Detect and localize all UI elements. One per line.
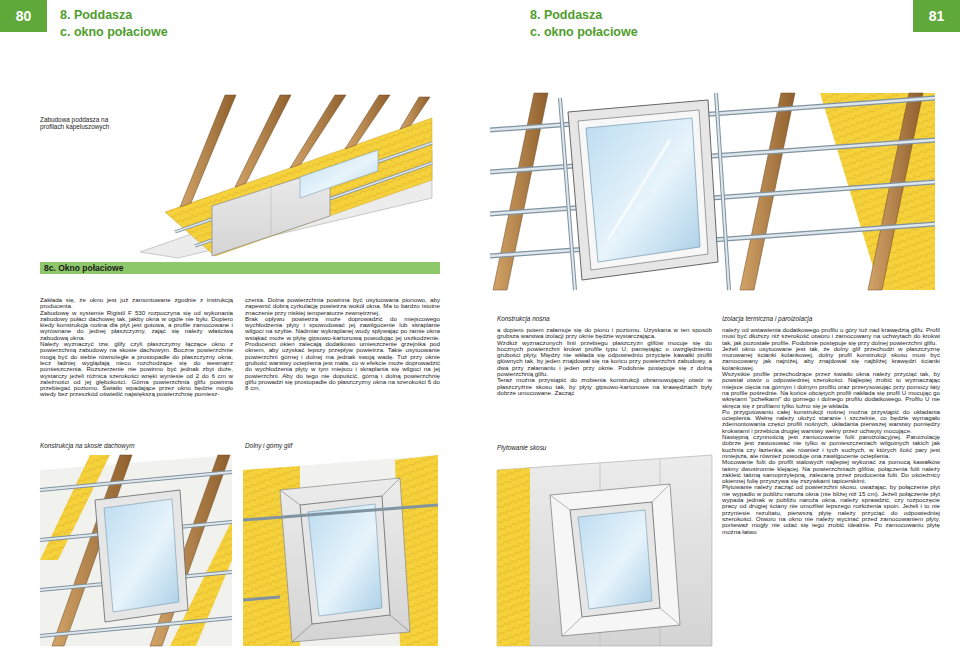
slope-construction-illustration-part	[40, 455, 232, 646]
label-holder: 8. Poddasza	[530, 8, 602, 22]
window-construction-illustration-part	[568, 100, 718, 280]
reveal-illustration-part	[390, 615, 410, 632]
text-column: należy od wstawienia dodatkowego profilu…	[722, 327, 940, 535]
attic-illustration	[140, 95, 432, 258]
body-paragraph: a dopiero potem załamuje się do pionu i …	[497, 327, 712, 340]
boarding-illustration-part	[550, 484, 680, 636]
section-title: 8c. Okno połaciowe	[44, 263, 123, 273]
label-holder: Dolny i górny glif	[245, 442, 292, 449]
figure-caption: Zabudowa poddasza na profilach kapeluszo…	[40, 116, 132, 130]
attic-illustration-part	[345, 95, 390, 149]
boarding-illustration-part	[578, 510, 652, 609]
boarding-illustration-part	[562, 617, 582, 636]
attic-illustration-part	[300, 150, 378, 198]
page-number-box: 80	[0, 0, 47, 32]
reveal-illustration-part	[280, 490, 300, 505]
text-column: czenia. Dolna powierzchnia powinna być u…	[245, 297, 440, 391]
running-header: c. okno połaciowe	[530, 25, 638, 39]
attic-illustration-part	[271, 187, 272, 236]
body-paragraph: należy od wstawienia dodatkowego profilu…	[722, 327, 940, 346]
label-holder: c. okno połaciowe	[60, 25, 168, 39]
slope-construction-illustration-part	[95, 490, 188, 622]
label-holder: c. okno połaciowe	[530, 25, 638, 39]
boarding-illustration-part	[497, 468, 530, 646]
window-construction-illustration-part	[493, 93, 548, 290]
window-construction-illustration-part	[490, 98, 935, 130]
body-paragraph: Teraz można przystąpić do zrobienia kons…	[497, 377, 712, 396]
slope-construction-illustration	[40, 455, 232, 646]
reveal-illustration-part	[243, 597, 280, 600]
reveal-illustration-part	[308, 504, 382, 616]
label-holder: Płytowanie skosu	[497, 444, 546, 451]
text-column: Zakłada się, że okno jest już zamontowan…	[40, 297, 233, 398]
boarding-illustration	[497, 455, 712, 646]
body-paragraph: Następną czynnością jest zamocowanie fol…	[722, 434, 940, 459]
slope-construction-illustration-part	[40, 618, 232, 636]
label-holder: Konstrukcja na skosie dachowym	[40, 442, 134, 449]
boarding-illustration-part	[550, 495, 570, 510]
window-construction-illustration-part	[578, 110, 708, 270]
attic-illustration-part	[180, 95, 236, 207]
text-column: a dopiero potem załamuje się do pionu i …	[497, 327, 712, 396]
window-construction-illustration	[490, 93, 935, 290]
body-paragraph: Brak opływu powietrza może doprowadzić d…	[245, 316, 440, 392]
label-holder: Zabudowa poddasza na profilach kapeluszo…	[40, 116, 132, 130]
window-construction-illustration-part	[868, 93, 923, 290]
reveal-illustration	[243, 455, 438, 646]
body-paragraph: Mocowanie folii do profili stalowych naj…	[722, 459, 940, 484]
figure-caption: Płytowanie skosu	[497, 444, 546, 451]
window-construction-illustration-part	[586, 118, 700, 262]
attic-illustration-part	[165, 118, 432, 256]
window-construction-illustration-part	[490, 98, 935, 130]
body-paragraph: Zabudowę w systemie Rigistil F 530 rozpo…	[40, 310, 233, 341]
boarding-illustration-part	[497, 455, 712, 646]
reveal-illustration-part	[280, 478, 410, 642]
body-paragraph: Jeżeli okno usytuowane jest tak, że doln…	[722, 346, 940, 371]
window-construction-illustration-part	[608, 140, 670, 240]
body-paragraph: Wzdłuż wyznaczonych linii przebiegu płas…	[497, 340, 712, 378]
body-paragraph: Płytowanie należy zacząć od powierzchni …	[722, 484, 940, 534]
label-holder: Konstrukcja nośna	[497, 315, 550, 322]
page-number: 81	[929, 8, 945, 24]
page-number-box: 81	[913, 0, 960, 32]
body-paragraph: Wszystkie profile przechodzące przez świ…	[722, 371, 940, 409]
reveal-illustration-part	[382, 478, 400, 496]
boarding-illustration-part	[570, 502, 660, 617]
body-paragraph: Należy wyznaczyć tzw. glify czyli płaszc…	[40, 341, 233, 398]
slope-construction-illustration-part	[40, 472, 232, 490]
column-heading: Konstrukcja nośna	[497, 315, 550, 322]
boarding-illustration-part	[652, 484, 670, 502]
reveal-illustration-part	[243, 455, 438, 646]
body-paragraph: czenia. Dolna powierzchnia powinna być u…	[245, 297, 440, 316]
label-holder: Izolacja termiczna i paroizolacja	[722, 315, 812, 322]
reveal-illustration-part	[292, 624, 312, 642]
reveal-illustration-part	[243, 505, 438, 520]
running-header: c. okno połaciowe	[60, 25, 168, 39]
label-holder: 8. Poddasza	[60, 8, 132, 22]
slope-construction-illustration-part	[40, 618, 232, 636]
figure-caption: Dolny i górny glif	[245, 442, 292, 449]
section-band: 8c. Okno połaciowe	[40, 262, 440, 274]
attic-illustration-part	[400, 97, 430, 129]
attic-illustration-part	[290, 95, 346, 168]
body-paragraph: Po przygotowaniu całej konstrukcji nośne…	[722, 409, 940, 434]
running-header: 8. Poddasza	[60, 8, 132, 22]
slope-construction-illustration-part	[104, 499, 179, 612]
slope-construction-illustration-part	[40, 472, 232, 490]
body-paragraph: Zakłada się, że okno jest już zamontowan…	[40, 297, 233, 310]
running-header: 8. Poddasza	[530, 8, 602, 22]
attic-illustration-part	[235, 95, 291, 187]
page-number: 80	[16, 8, 32, 24]
figure-caption: Konstrukcja na skosie dachowym	[40, 442, 134, 449]
boarding-illustration-part	[660, 608, 680, 625]
column-heading: Izolacja termiczna i paroizolacja	[722, 315, 812, 322]
